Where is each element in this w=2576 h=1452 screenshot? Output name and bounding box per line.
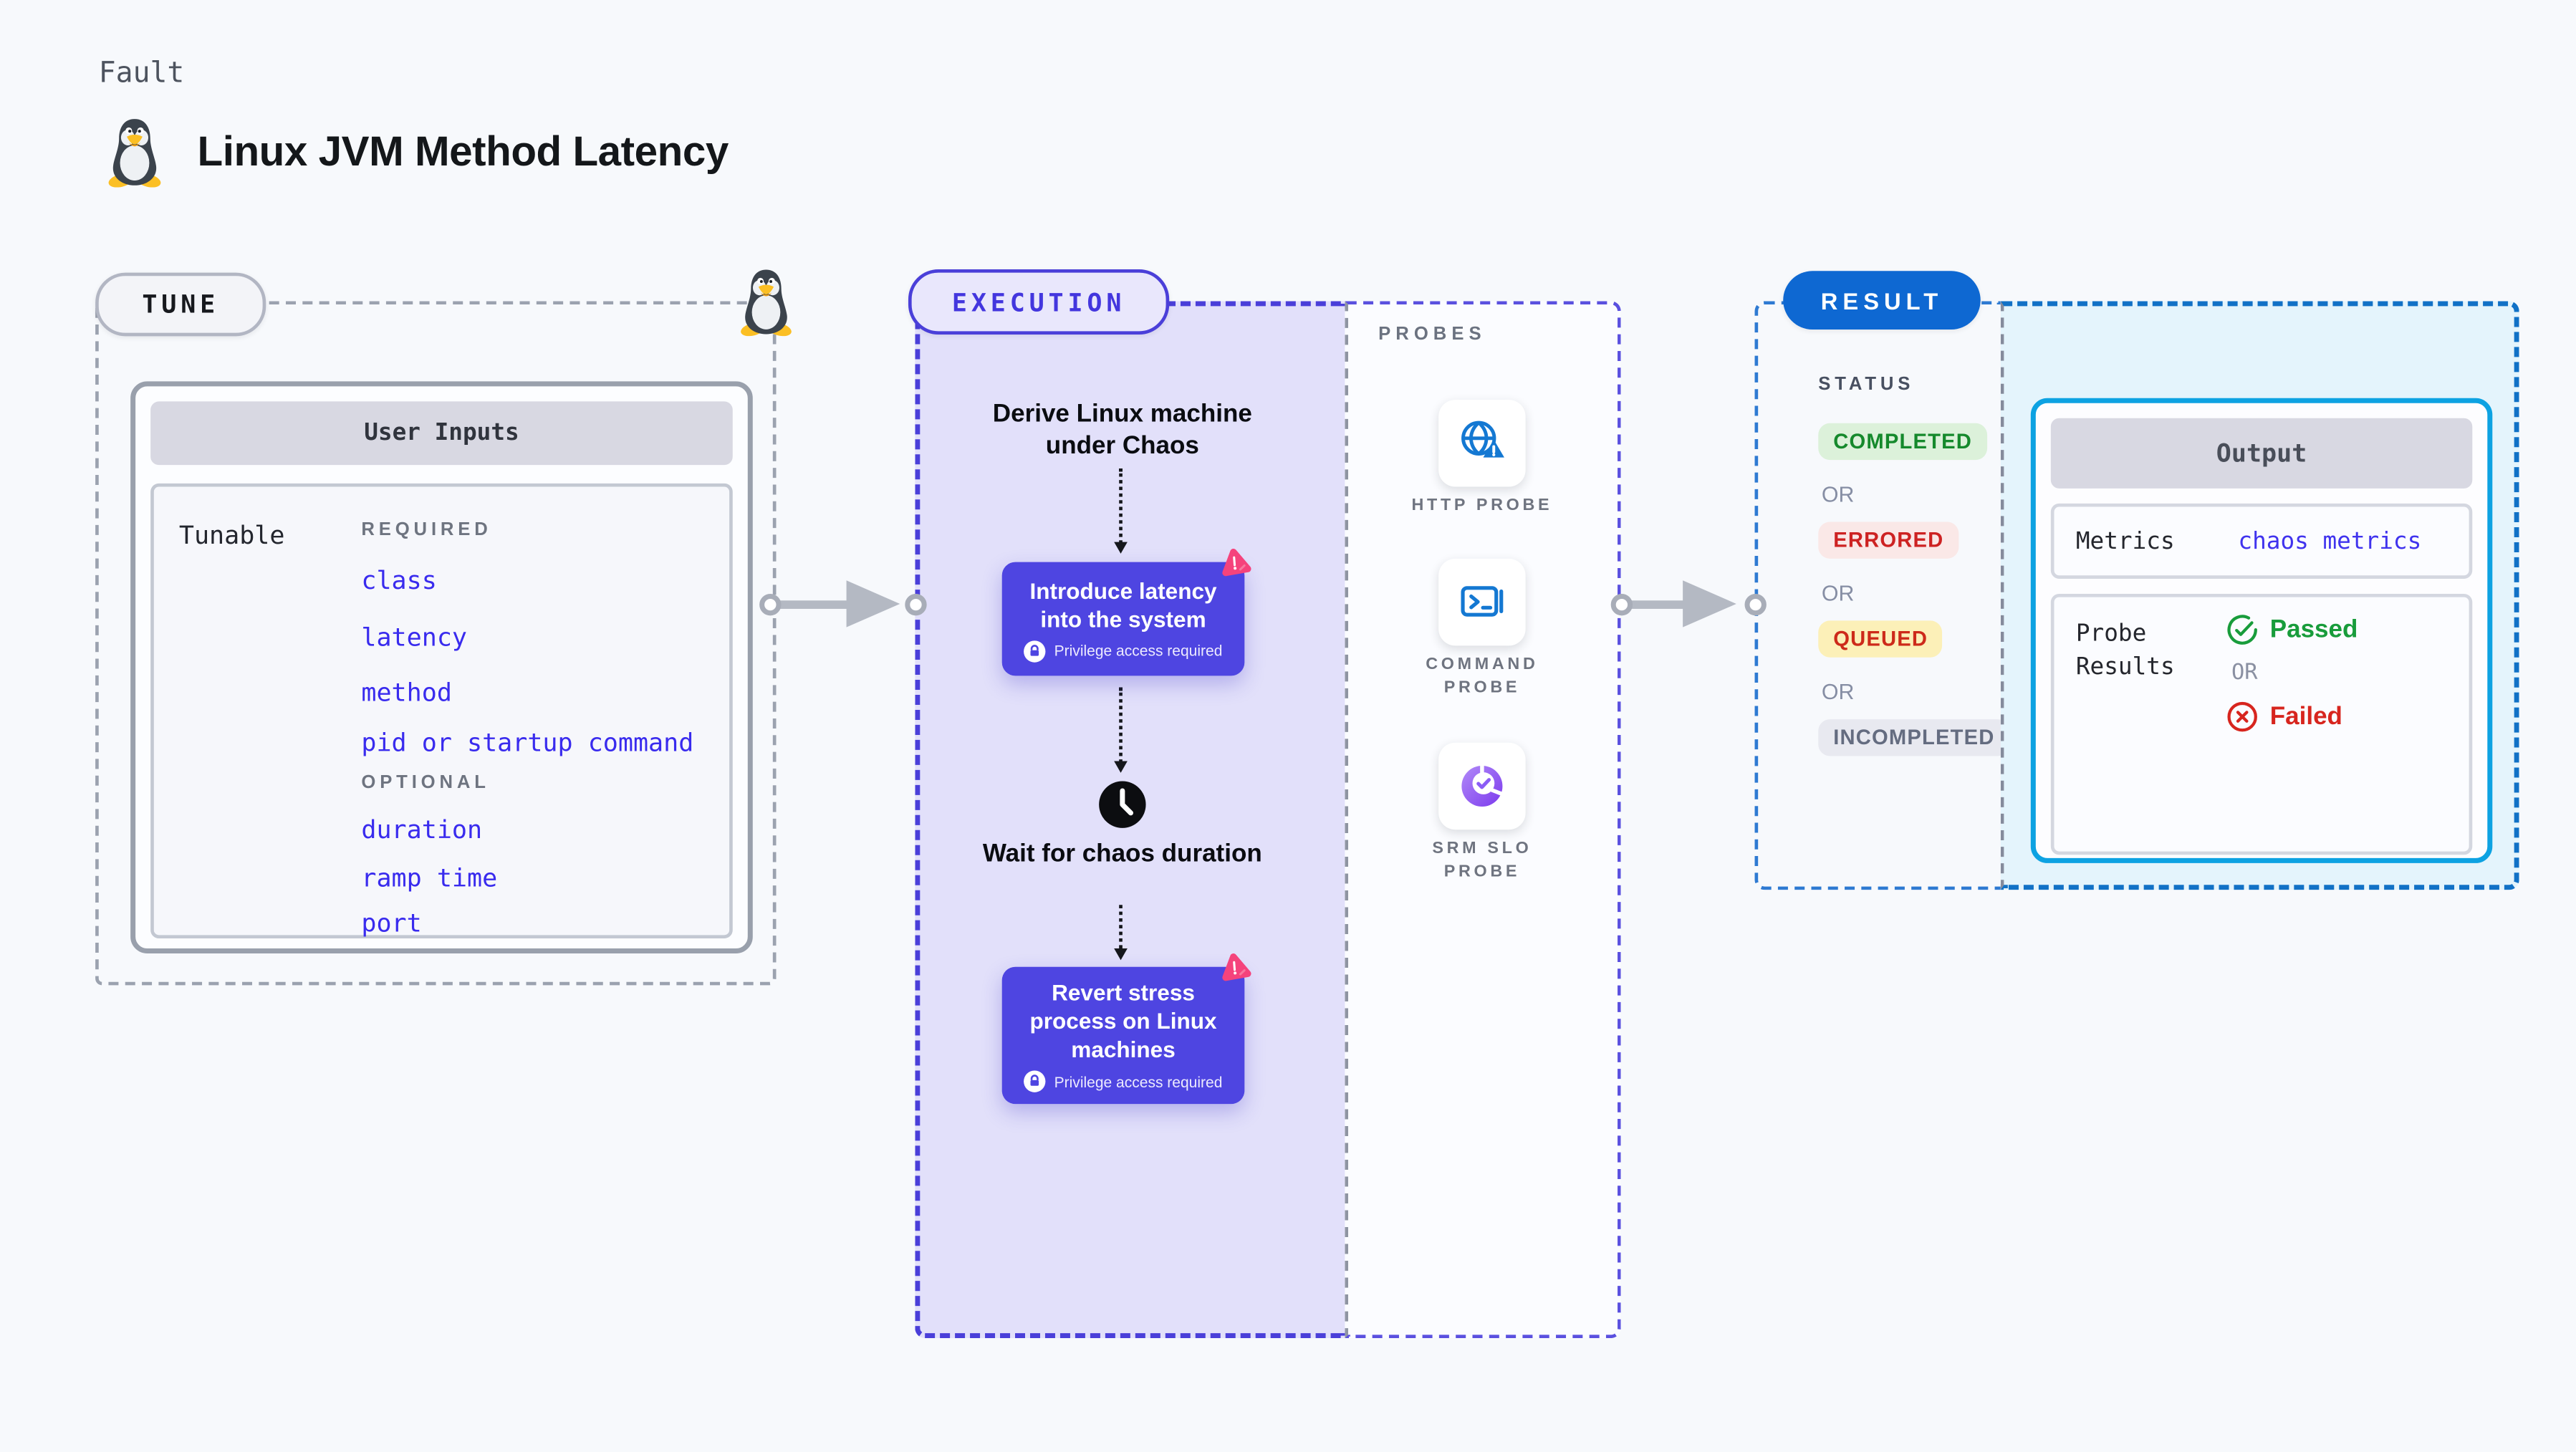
probe-label: COMMAND PROBE	[1426, 655, 1539, 697]
probe-results-label: Probe Results	[2075, 620, 2175, 681]
arrow-right-icon	[1629, 600, 1690, 608]
derive-step-text: Derive Linux machine under Chaos	[992, 400, 1252, 461]
required-group-label: REQUIRED	[361, 520, 492, 541]
user-inputs-card: User Inputs Tunable REQUIRED class laten…	[130, 381, 753, 954]
output-title: Output	[2050, 418, 2473, 489]
tunable-table: Tunable REQUIRED class latency method pi…	[150, 483, 733, 938]
probe-label: SRM SLO PROBE	[1432, 840, 1532, 881]
connector-node	[904, 592, 926, 615]
linux-tux-icon	[108, 119, 161, 188]
result-badge: RESULT	[1783, 271, 1981, 330]
tunable-item: pid or startup command	[361, 727, 694, 758]
connector-node	[1610, 592, 1632, 615]
user-inputs-title: User Inputs	[150, 401, 733, 466]
privilege-note: Privilege access required	[1054, 642, 1223, 660]
tunable-item: method	[361, 677, 452, 708]
globe-alert-icon	[1461, 420, 1504, 458]
flow-arrow-down-icon	[1113, 687, 1127, 773]
metrics-label: Metrics	[2075, 527, 2175, 555]
probes-section-box: PROBES HTTP PROBE	[1345, 301, 1621, 1339]
command-probe-card	[1438, 558, 1526, 646]
or-label: OR	[1821, 481, 1855, 507]
tunable-item: duration	[361, 814, 483, 845]
arrow-right-icon	[776, 600, 857, 608]
or-label: OR	[2231, 660, 2258, 686]
fault-kicker: Fault	[98, 57, 185, 91]
arrow-right-icon	[1683, 580, 1736, 628]
tunable-row-label: Tunable	[178, 520, 285, 551]
probe-results-row: Probe Results Passed OR	[2050, 593, 2473, 855]
status-badge: ERRORED	[1818, 521, 1959, 559]
probe-label: HTTP PROBE	[1411, 496, 1553, 516]
status-badge: QUEUED	[1818, 620, 1943, 658]
execution-section-box: Derive Linux machine under Chaos Introdu…	[915, 301, 1345, 1339]
connector-node	[1744, 592, 1766, 615]
privilege-note: Privilege access required	[1054, 1072, 1223, 1090]
or-label: OR	[1821, 580, 1855, 606]
page-title: Linux JVM Method Latency	[197, 128, 729, 176]
probes-label: PROBES	[1378, 324, 1486, 345]
linux-tux-icon	[741, 269, 792, 337]
tunable-item: ramp time	[361, 862, 498, 893]
status-list: COMPLETED OR ERRORED OR QUEUED OR INCOMPLETED	[1818, 423, 2010, 756]
connector-node	[758, 592, 781, 615]
clock-icon	[1099, 781, 1146, 828]
tunable-item: port	[361, 908, 422, 938]
step-title: Introduce latency into the system	[1029, 577, 1217, 632]
failed-label: Failed	[2269, 702, 2342, 731]
or-label: OR	[1821, 679, 1855, 705]
chaos-experiment-icon	[1222, 549, 1251, 577]
result-status-box: STATUS COMPLETED OR ERRORED OR QUEUED OR INCOM…	[1754, 301, 2010, 890]
tunable-item: latency	[361, 622, 468, 653]
x-circle-icon	[2227, 701, 2257, 732]
status-badge: INCOMPLETED	[1818, 719, 2010, 756]
flow-arrow-down-icon	[1113, 905, 1127, 961]
lock-icon	[1024, 640, 1046, 662]
tunable-item: class	[361, 565, 437, 596]
tune-badge: TUNE	[95, 272, 266, 337]
terminal-icon	[1461, 586, 1504, 617]
metrics-row: Metrics chaos metrics	[2050, 503, 2473, 579]
check-circle-icon	[2227, 615, 2257, 645]
tune-section-box	[95, 301, 777, 986]
http-probe-card	[1438, 400, 1526, 487]
execution-badge: EXECUTION	[908, 269, 1170, 335]
status-label: STATUS	[1818, 375, 1915, 395]
arrow-right-icon	[846, 580, 900, 628]
optional-group-label: OPTIONAL	[361, 772, 490, 793]
metrics-value-link: chaos metrics	[2238, 527, 2422, 555]
step-title: Revert stress process on Linux machines	[1029, 980, 1217, 1062]
output-card: Output Metrics chaos metrics Probe Resul…	[2030, 398, 2493, 863]
introduce-latency-step: Introduce latency into the system Privil…	[1001, 562, 1245, 676]
revert-stress-step: Revert stress process on Linux machines …	[1001, 966, 1245, 1105]
wait-step-text: Wait for chaos duration	[982, 840, 1262, 868]
slo-donut-check-icon	[1461, 764, 1504, 807]
chaos-experiment-icon	[1222, 953, 1251, 981]
flow-arrow-down-icon	[1113, 468, 1127, 554]
srm-slo-probe-card	[1438, 742, 1526, 830]
status-badge: COMPLETED	[1818, 423, 1988, 461]
lock-icon	[1024, 1070, 1046, 1092]
passed-label: Passed	[2269, 615, 2358, 645]
